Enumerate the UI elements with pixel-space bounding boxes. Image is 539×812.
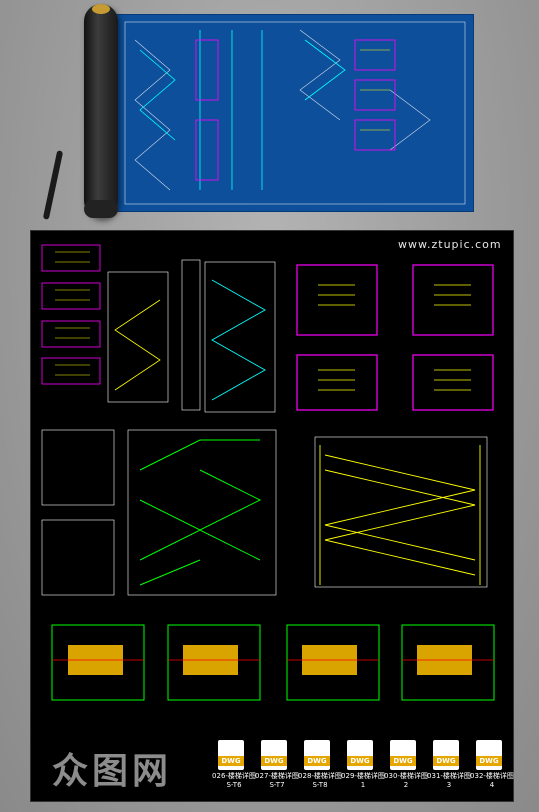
file-name: 032-楼梯详图4	[470, 772, 514, 789]
dwg-file-icon: DWG	[347, 740, 373, 770]
file-item[interactable]: DWG 032-楼梯详图4	[470, 740, 514, 800]
cad-drawing-panel	[30, 230, 514, 802]
file-item[interactable]: DWG 029-楼梯详图1	[341, 740, 385, 800]
file-item[interactable]: DWG 026-楼梯详图S-T6	[212, 740, 256, 800]
file-item[interactable]: DWG 027-楼梯详图S-T7	[255, 740, 299, 800]
file-name: 031-楼梯详图3	[427, 772, 471, 789]
watermark: www.ztupic.com	[398, 238, 502, 251]
file-item[interactable]: DWG 028-楼梯详图S-T8	[298, 740, 342, 800]
file-item[interactable]: DWG 031-楼梯详图3	[427, 740, 471, 800]
file-name: 028-楼梯详图S-T8	[298, 772, 342, 789]
file-item[interactable]: DWG 030-楼梯详图2	[384, 740, 428, 800]
brand-logo: 众图网	[52, 751, 173, 792]
file-name: 027-楼梯详图S-T7	[255, 772, 299, 789]
scroll-bottom-cap	[84, 200, 118, 218]
file-list: DWG 026-楼梯详图S-T6 DWG 027-楼梯详图S-T7 DWG 02…	[212, 740, 514, 800]
blueprint-scroll-sheet	[112, 14, 474, 212]
scroll-roll	[84, 4, 118, 218]
file-name: 026-楼梯详图S-T6	[212, 772, 256, 789]
scroll-cap	[92, 4, 110, 14]
dwg-file-icon: DWG	[218, 740, 244, 770]
dwg-file-icon: DWG	[390, 740, 416, 770]
file-name: 030-楼梯详图2	[384, 772, 428, 789]
file-name: 029-楼梯详图1	[341, 772, 385, 789]
dwg-file-icon: DWG	[476, 740, 502, 770]
dwg-file-icon: DWG	[433, 740, 459, 770]
dwg-file-icon: DWG	[304, 740, 330, 770]
dwg-file-icon: DWG	[261, 740, 287, 770]
